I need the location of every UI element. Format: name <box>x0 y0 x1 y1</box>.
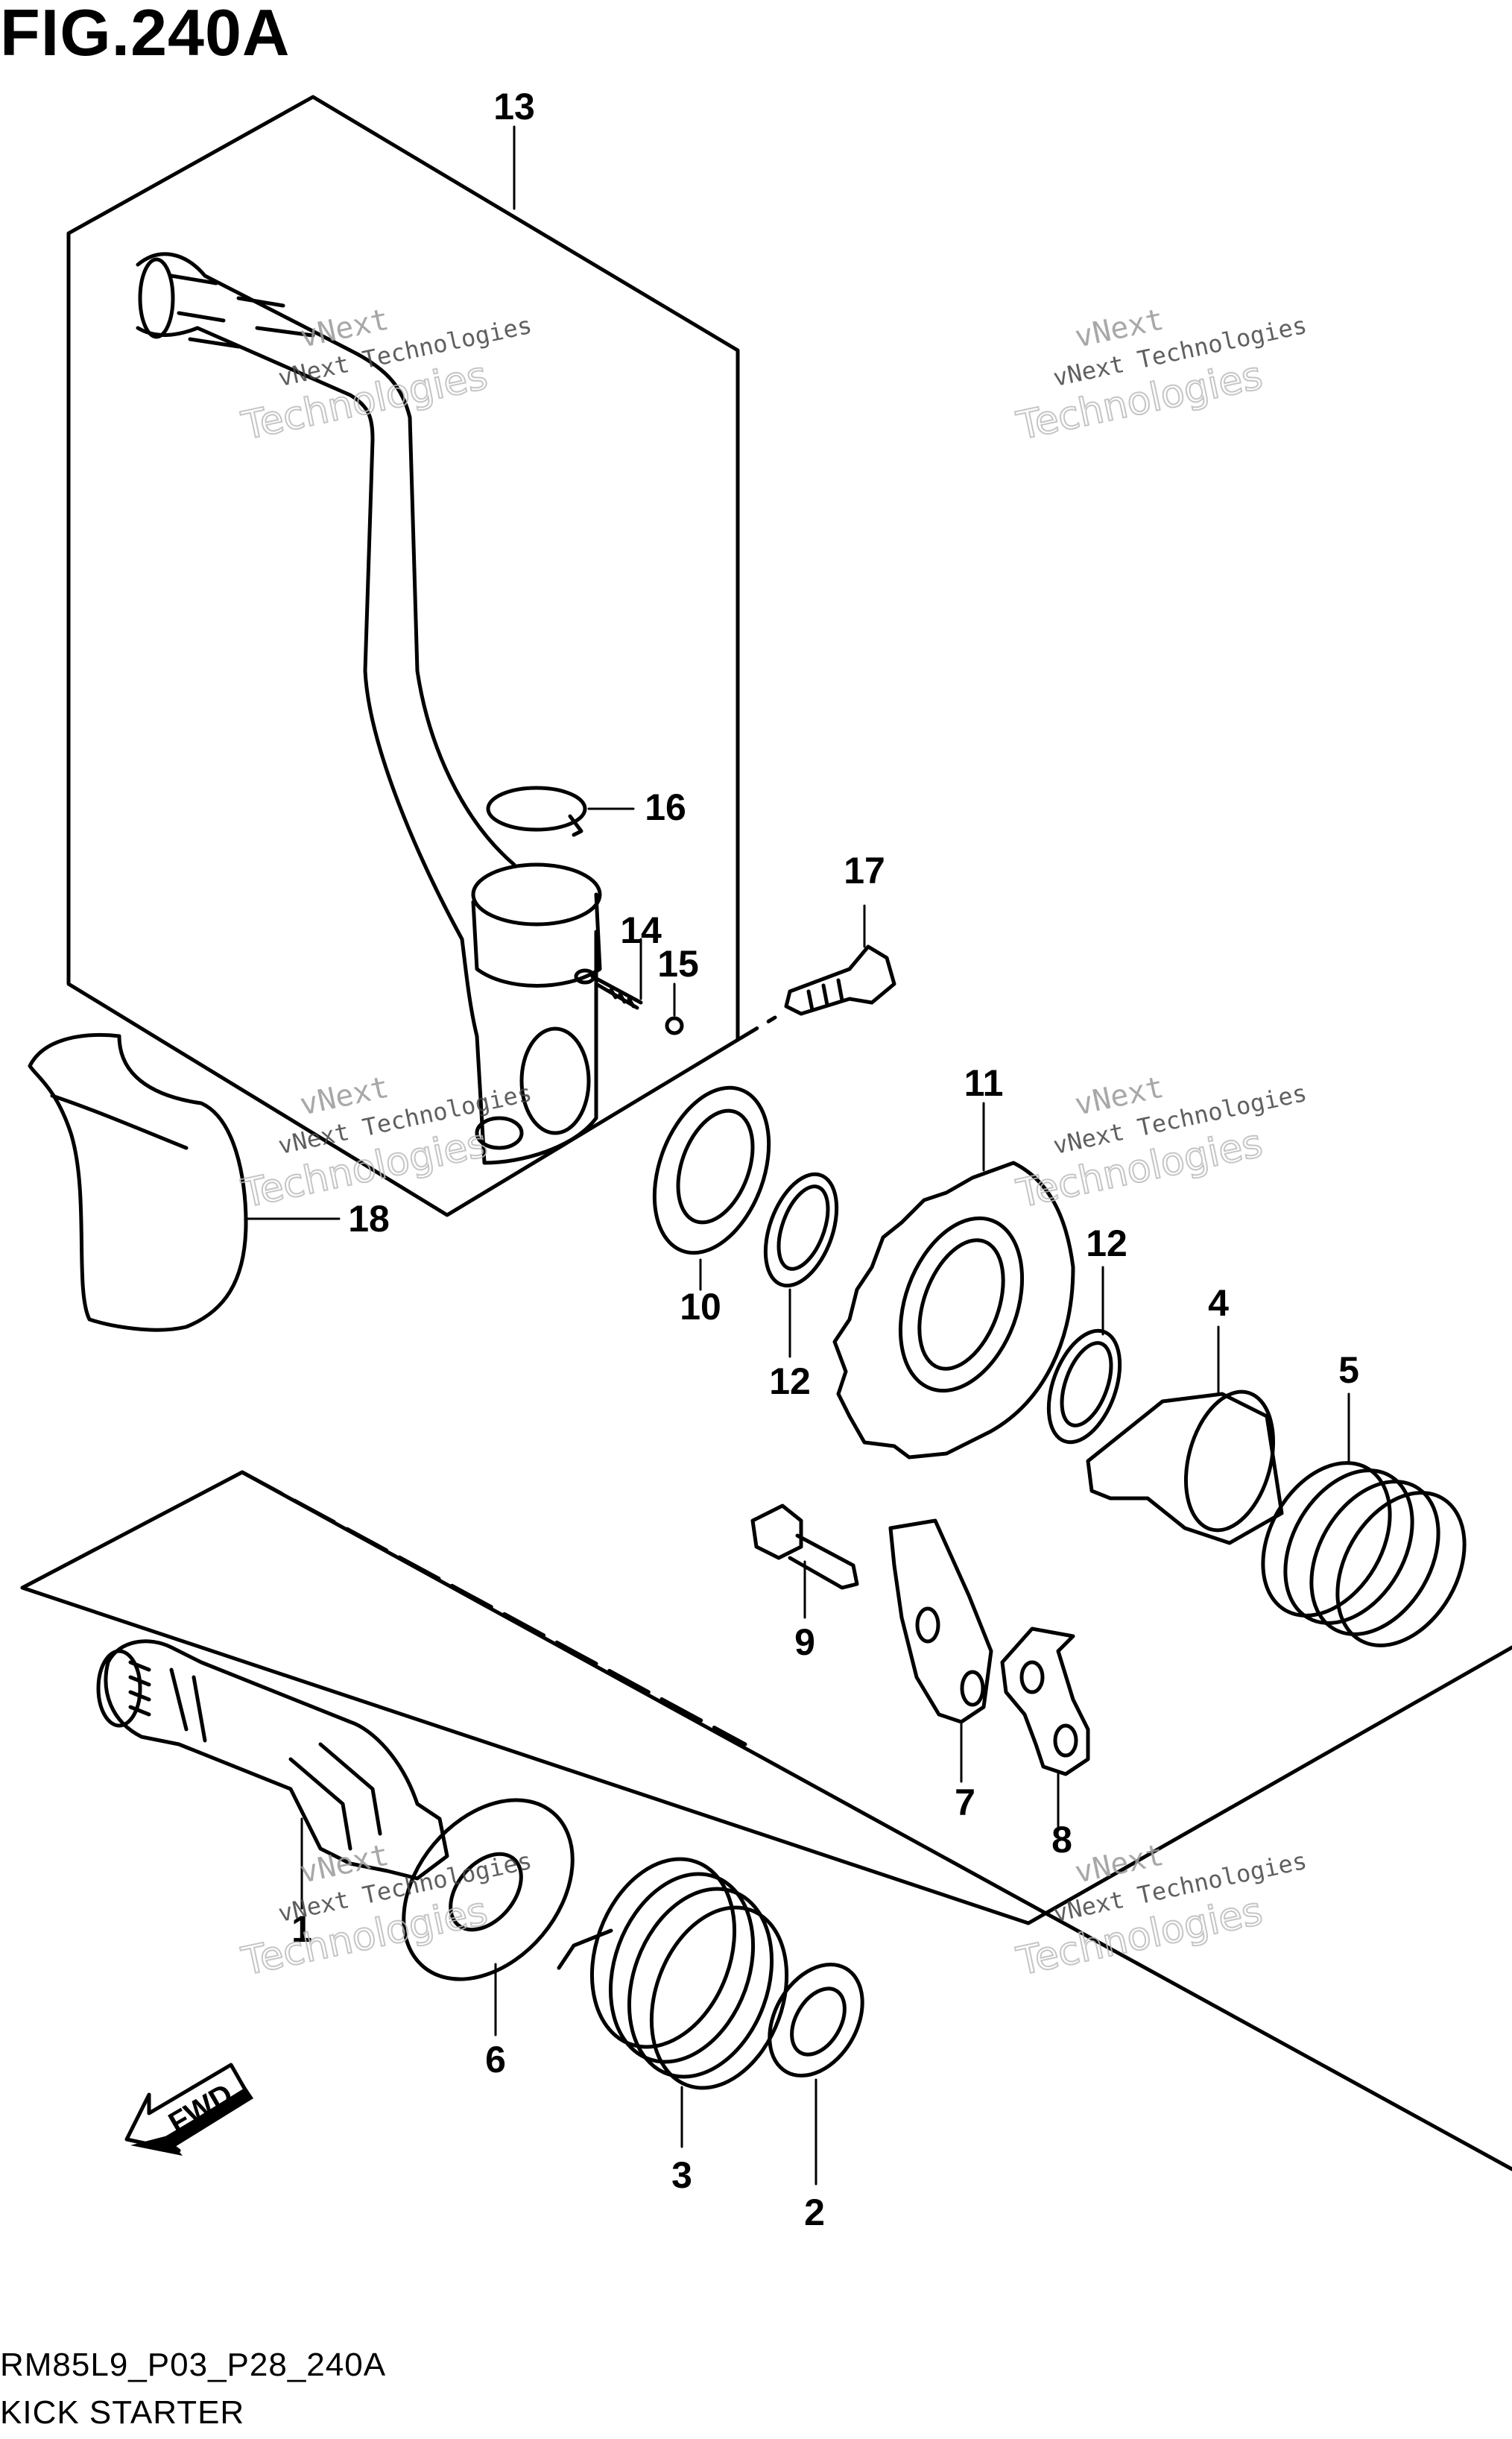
return-spring-part <box>557 1857 789 2148</box>
shaft-circlip-part <box>768 1962 864 2186</box>
set-bolt-part <box>574 938 643 1010</box>
callout-12-lower: 12 <box>769 1360 811 1402</box>
figure-code: RM85L9_P03_P28_240A <box>0 2347 387 2383</box>
guide-plate-part <box>1000 1626 1090 1828</box>
oil-seal-part <box>652 1085 771 1291</box>
callout-12-upper: 12 <box>1086 1222 1127 1264</box>
callout-5: 5 <box>1338 1349 1359 1391</box>
circlip-part <box>486 786 635 837</box>
callout-9: 9 <box>794 1621 815 1663</box>
flange-bolt-part <box>784 904 896 1016</box>
lever-cover-part <box>28 1032 341 1332</box>
callout-3: 3 <box>671 2154 692 2196</box>
callout-1: 1 <box>291 1908 312 1950</box>
figure-title: FIG.240A <box>0 0 291 69</box>
callout-8: 8 <box>1051 1819 1072 1861</box>
callout-11: 11 <box>964 1062 1004 1104</box>
steel-ball-part <box>665 982 684 1035</box>
guide-bolt-part <box>750 1504 859 1619</box>
forward-arrow-icon: FWD <box>124 2063 253 2156</box>
callout-labels: 13 16 17 14 15 11 12 18 10 12 4 5 9 7 8 … <box>291 86 1359 2233</box>
kick-drive-gear-part <box>832 1102 1075 1460</box>
washer-upper-part <box>763 1172 839 1358</box>
ratchet-part <box>1086 1325 1284 1545</box>
figure-name: KICK STARTER <box>0 2394 245 2431</box>
callout-13: 13 <box>493 86 535 127</box>
callout-15: 15 <box>657 943 699 985</box>
callout-14: 14 <box>620 909 662 951</box>
kick-shaft-part <box>96 1639 449 1910</box>
callout-2: 2 <box>804 2192 825 2233</box>
kick-lever-part <box>136 252 602 1165</box>
callout-17: 17 <box>844 850 885 892</box>
callout-18: 18 <box>348 1198 390 1240</box>
callout-16: 16 <box>645 786 686 828</box>
callout-10: 10 <box>680 1286 721 1328</box>
callout-4: 4 <box>1208 1282 1229 1324</box>
watermarks: vNext vNext Technologies Technologies vN… <box>237 303 1309 1986</box>
washer-lower-part <box>1046 1266 1122 1445</box>
stopper-plate-part <box>888 1518 993 1783</box>
kit-box-upper <box>66 95 777 1217</box>
callout-7: 7 <box>955 1782 975 1823</box>
kit-box-lower <box>20 1470 1512 2171</box>
thrust-washer-part <box>402 1798 575 2036</box>
ratchet-spring-part <box>1261 1392 1467 1647</box>
callout-6: 6 <box>485 2039 506 2080</box>
